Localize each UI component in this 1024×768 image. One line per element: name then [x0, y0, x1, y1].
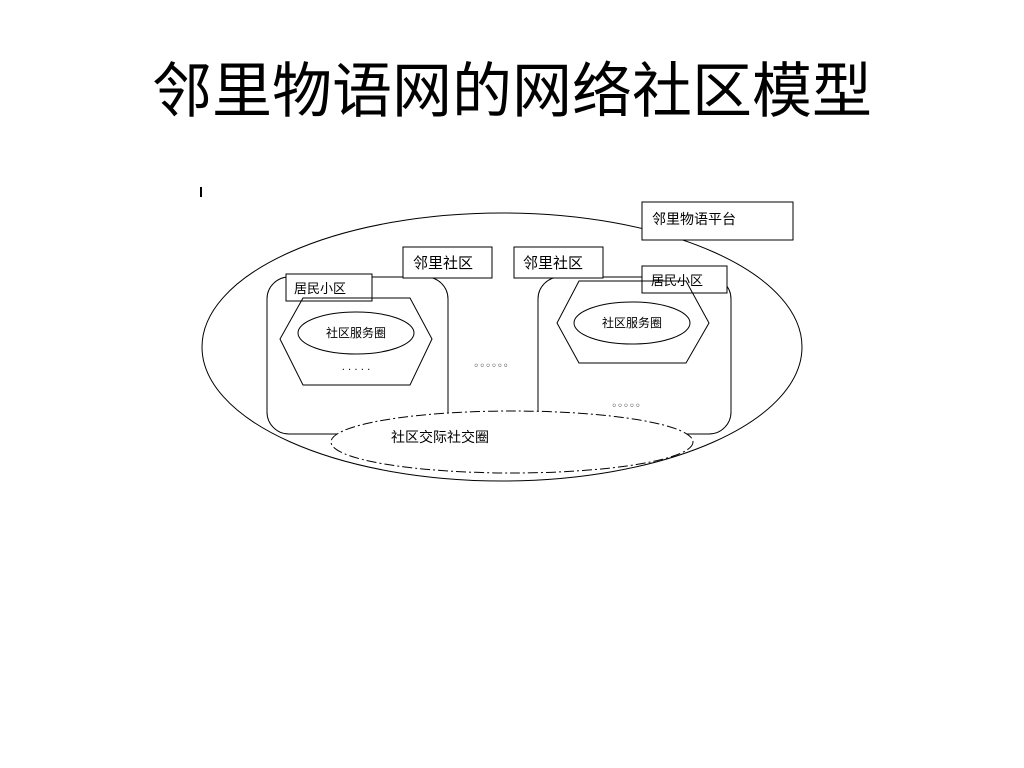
between-communities-ellipsis: ◦◦◦◦◦◦ — [473, 361, 508, 372]
left-ellipsis: · · · · · — [342, 365, 371, 376]
social-circle-ellipse — [330, 410, 694, 474]
right-community-label-box — [513, 246, 604, 279]
social-circle-label: 社区交际社交圈 — [391, 429, 489, 446]
platform-ellipse — [201, 212, 803, 482]
right-community-ellipsis: ◦◦◦◦◦ — [611, 401, 641, 412]
platform-label-box — [641, 201, 794, 241]
left-community-label-box — [402, 246, 493, 279]
slide-title: 邻里物语网的网络社区模型 — [152, 57, 872, 127]
right-service-label: 社区服务圈 — [602, 315, 662, 330]
text-cursor-mark — [200, 187, 202, 197]
right-community-label: 邻里社区 — [523, 254, 583, 272]
right-residential-label-box — [641, 265, 728, 294]
left-residential-label-box — [285, 273, 373, 302]
left-community-label: 邻里社区 — [413, 254, 473, 272]
left-residential-label: 居民小区 — [294, 282, 346, 297]
left-service-label: 社区服务圈 — [326, 325, 386, 340]
right-service-hexagon — [556, 280, 710, 364]
platform-label: 邻里物语平台 — [652, 212, 736, 228]
right-service-ellipse — [573, 301, 691, 345]
left-service-ellipse — [297, 311, 415, 355]
left-service-hexagon — [279, 297, 433, 386]
